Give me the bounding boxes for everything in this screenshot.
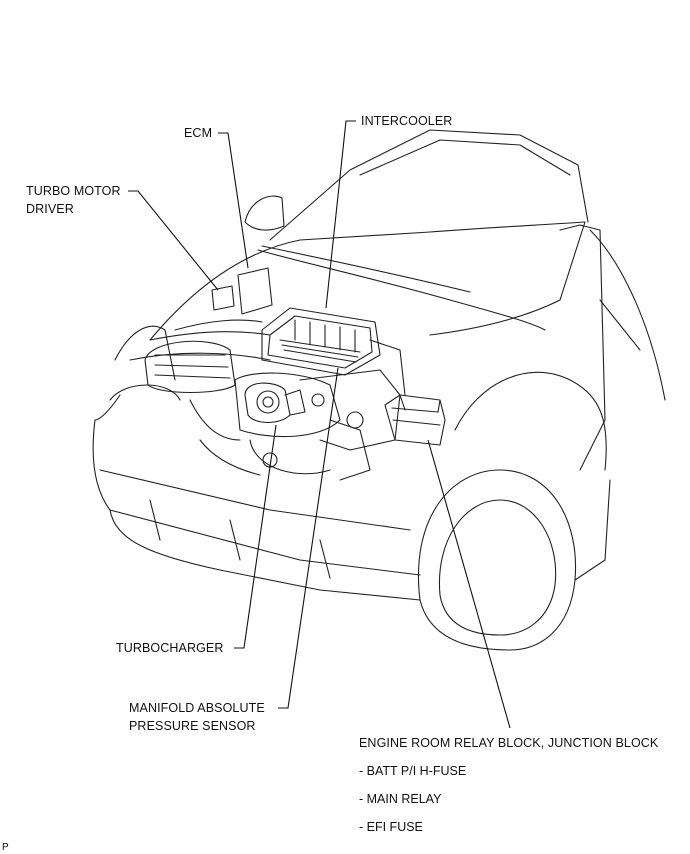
label-turbocharger-text: TURBOCHARGER <box>116 641 224 655</box>
turbo-motor-driver-shape <box>211 285 235 311</box>
front-wheel <box>418 469 577 651</box>
leader-turbocharger <box>234 424 277 649</box>
relay-item-main-relay: - MAIN RELAY <box>359 792 442 806</box>
intercooler-shape <box>261 307 381 376</box>
label-turbo-motor-driver: TURBO MOTOR DRIVER <box>26 182 121 218</box>
side-mirror <box>244 195 285 231</box>
leader-intercooler <box>325 120 356 309</box>
label-intercooler-text: INTERCOOLER <box>361 114 453 128</box>
leader-manifold-sensor <box>278 367 339 709</box>
leader-lines <box>128 120 511 729</box>
ecm-shape <box>237 267 273 315</box>
label-intercooler: INTERCOOLER <box>361 112 452 130</box>
hood-outline <box>149 221 586 341</box>
air-cleaner <box>144 340 236 394</box>
relay-item-efi-fuse: - EFI FUSE <box>359 820 423 834</box>
label-turbocharger: TURBOCHARGER <box>116 639 223 657</box>
label-relay-block-text: ENGINE ROOM RELAY BLOCK, JUNCTION BLOCK <box>359 736 659 750</box>
fender <box>454 371 607 471</box>
label-ecm: ECM <box>184 124 212 142</box>
label-ecm-text: ECM <box>184 126 213 140</box>
leader-turbo-motor-driver <box>128 190 219 291</box>
engine-block <box>189 369 401 481</box>
label-turbo-motor-driver-line2: DRIVER <box>26 202 74 216</box>
relay-item-batt: - BATT P/I H-FUSE <box>359 764 467 778</box>
label-manifold-sensor: MANIFOLD ABSOLUTE PRESSURE SENSOR <box>129 699 265 735</box>
label-turbo-motor-driver-line1: TURBO MOTOR <box>26 184 121 198</box>
label-manifold-sensor-line2: PRESSURE SENSOR <box>129 719 256 733</box>
leader-relay-block <box>427 439 511 729</box>
windshield-outline <box>269 129 589 241</box>
relay-block-shape <box>384 394 446 446</box>
label-manifold-sensor-line1: MANIFOLD ABSOLUTE <box>129 701 265 715</box>
leader-ecm <box>218 132 249 269</box>
front-bumper <box>92 419 421 576</box>
label-relay-block: ENGINE ROOM RELAY BLOCK, JUNCTION BLOCK <box>359 734 658 752</box>
corner-code: P <box>2 842 9 853</box>
turbocharger-shape <box>244 382 306 424</box>
